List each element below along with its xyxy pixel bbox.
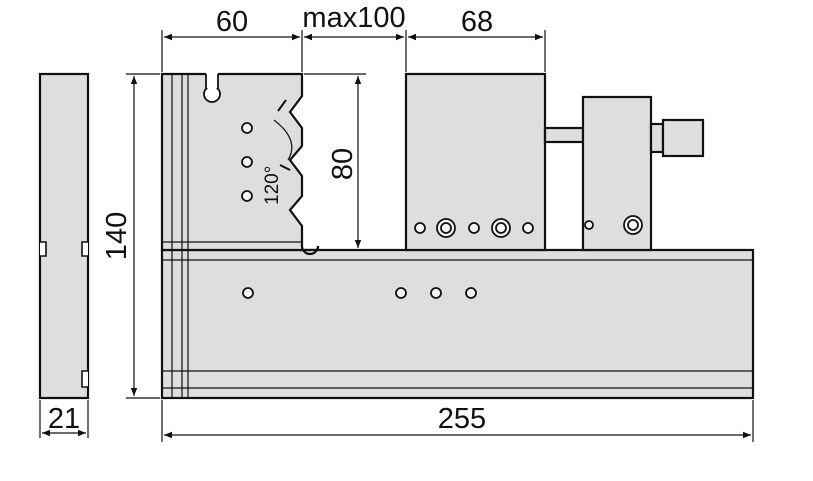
- screw-block-small-hole: [584, 220, 594, 230]
- movable-jaw-hole-1: [414, 222, 426, 234]
- screw-assembly: [543, 95, 705, 252]
- fixed-jaw-hole-2: [241, 156, 253, 168]
- movable-jaw-hole-2: [468, 222, 480, 234]
- spindle: [543, 126, 585, 144]
- base-hole-4: [465, 287, 477, 299]
- movable-jaw-body: [404, 72, 547, 252]
- vee-angle-label: 120°: [262, 166, 283, 205]
- side-slot-right-upper: [81, 241, 88, 257]
- fixed-jaw: 120°: [160, 72, 320, 398]
- side-view-body: [38, 72, 90, 400]
- fixed-jaw-notch-cut: [206, 72, 218, 88]
- movable-jaw-bolt-1-inner: [440, 222, 452, 234]
- fixed-jaw-hole-1: [241, 122, 253, 134]
- fixed-jaw-body: [160, 72, 320, 256]
- movable-jaw-bolt-2-inner: [495, 222, 507, 234]
- vee-angle-arc: [273, 119, 293, 161]
- screw-block-bolt-inner: [627, 219, 639, 231]
- dim-movable-width-label: 68: [461, 6, 493, 38]
- vise-base: [160, 248, 755, 400]
- dim-side-thickness-label: 21: [48, 403, 80, 435]
- handle-knob: [661, 118, 705, 158]
- fixed-jaw-hole-3: [241, 190, 253, 202]
- dim-jaw-height-label: 80: [327, 148, 359, 180]
- dim-height-label: 140: [101, 212, 133, 260]
- movable-jaw: [404, 72, 547, 252]
- dimensions: 60 max100 68 140 80 21 255: [39, 2, 754, 442]
- base-hole-1: [242, 287, 254, 299]
- base-hole-2: [395, 287, 407, 299]
- base-hole-3: [430, 287, 442, 299]
- handle-collar: [649, 122, 665, 154]
- movable-jaw-hole-3: [522, 222, 534, 234]
- side-slot-right-lower: [81, 370, 88, 388]
- vee-angle-arrow-lower: [279, 164, 291, 171]
- side-slot-left-upper: [40, 241, 47, 257]
- dim-overall-length-label: 255: [438, 403, 486, 435]
- side-view: [38, 72, 90, 400]
- dim-max-opening-label: max100: [302, 2, 405, 34]
- base-body: [160, 248, 755, 400]
- vee-angle-arrow-upper: [277, 99, 287, 112]
- dim-jaw-width-label: 60: [216, 6, 248, 38]
